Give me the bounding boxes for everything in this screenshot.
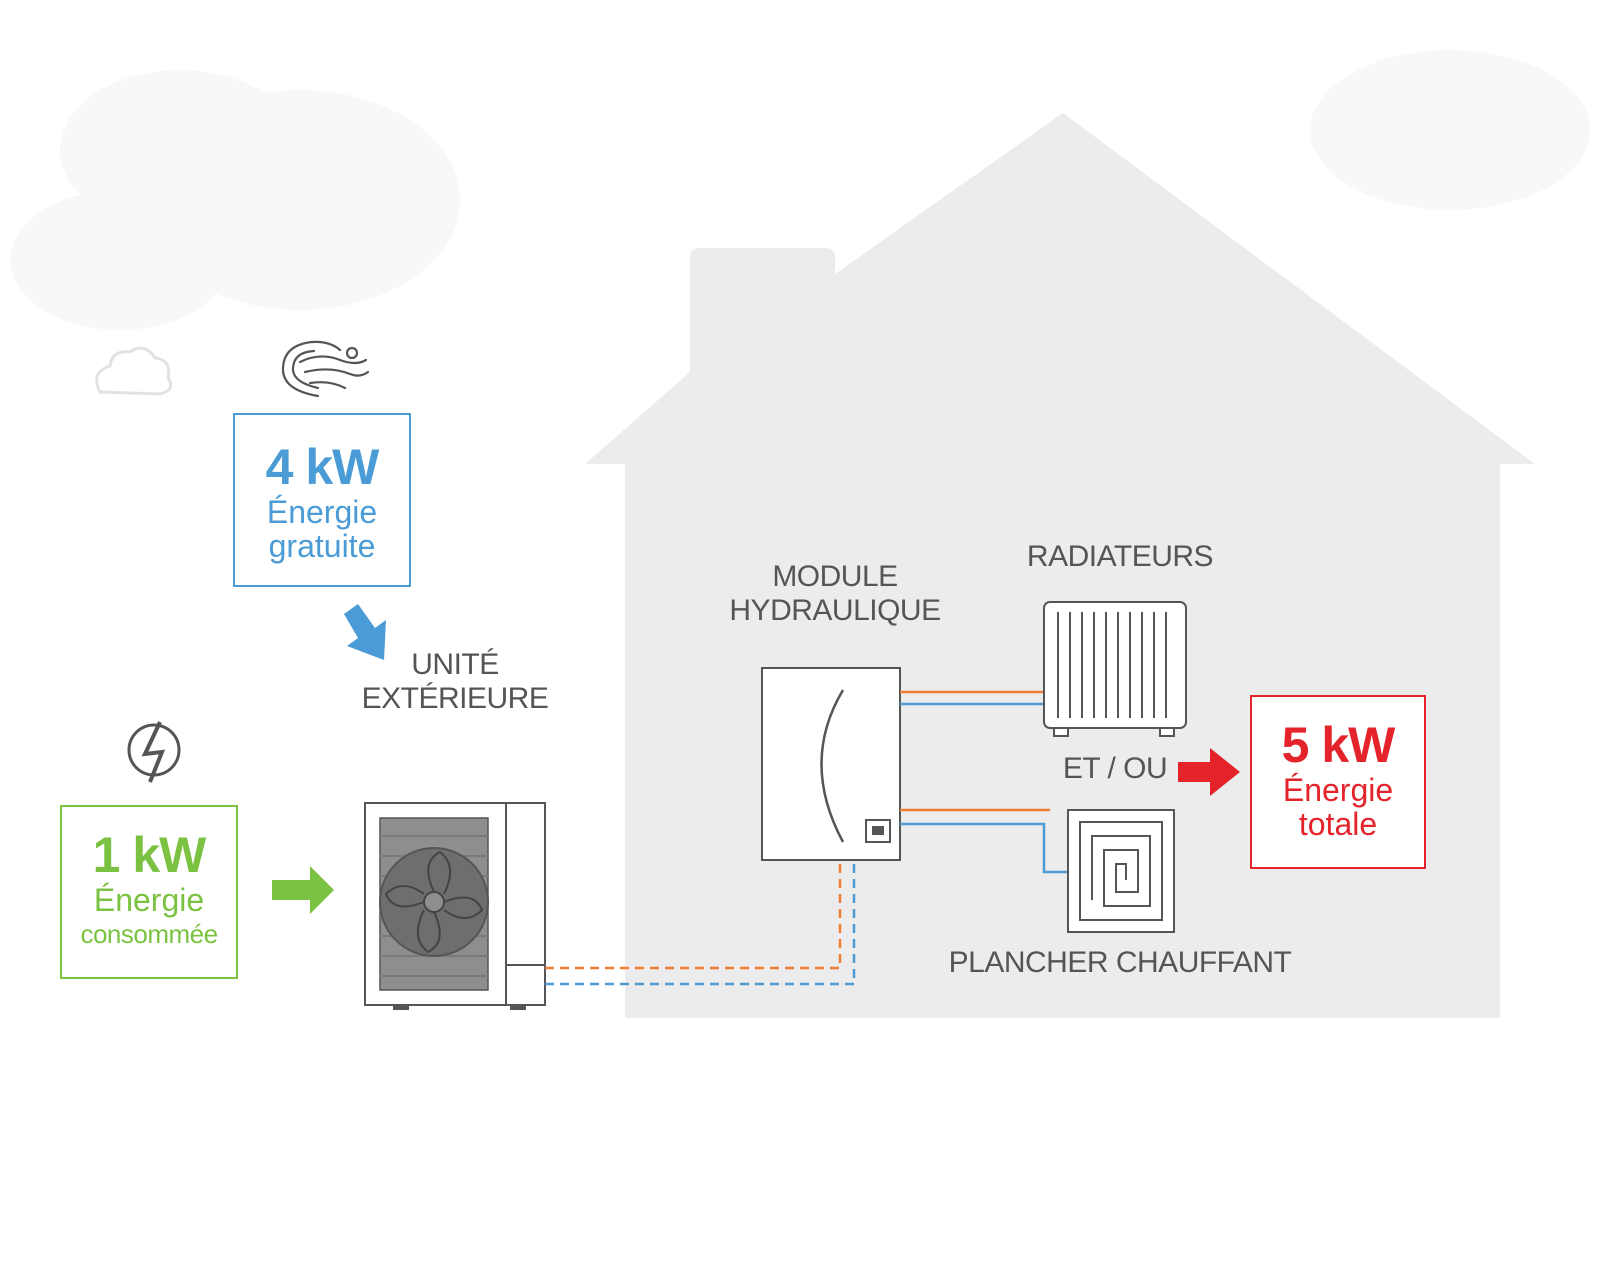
- and-or-label: ET / OU: [1062, 752, 1168, 785]
- consumed-energy-line2: consommée: [80, 919, 218, 949]
- outdoor-unit: [364, 802, 546, 1010]
- total-energy-line1: Énergie: [1282, 772, 1394, 808]
- outdoor-unit-label: UNITÉ EXTÉRIEURE: [340, 648, 570, 716]
- hydraulic-module-label-line2: HYDRAULIQUE: [729, 594, 941, 627]
- free-energy-box: 4 kW Énergie gratuite: [233, 413, 411, 587]
- outdoor-unit-label-line2: EXTÉRIEURE: [361, 682, 549, 715]
- floor-heating-label: PLANCHER CHAUFFANT: [948, 946, 1292, 979]
- fan-icon: [379, 847, 489, 957]
- consumed-energy-box: 1 kW Énergie consommée: [60, 805, 238, 979]
- hydraulic-module-label: MODULE HYDRAULIQUE: [710, 560, 960, 628]
- total-energy-line2: totale: [1298, 806, 1378, 842]
- free-energy-line2: gratuite: [268, 528, 376, 564]
- blue-arrow-icon: [344, 604, 386, 660]
- green-arrow-icon: [272, 866, 334, 914]
- wind-icon: [281, 340, 370, 398]
- lightning-icon: [127, 721, 181, 783]
- background-clouds: [10, 50, 1590, 330]
- floor-coil-icon: [1067, 809, 1175, 933]
- consumed-energy-value: 1 kW: [92, 827, 207, 883]
- free-energy-value: 4 kW: [265, 439, 380, 495]
- consumed-energy-line1: Énergie: [93, 882, 205, 918]
- cloud-icon: [95, 346, 173, 396]
- outdoor-pipes: [545, 860, 856, 986]
- red-arrow-icon: [1178, 748, 1240, 796]
- radiator-icon: [1043, 601, 1187, 737]
- hydraulic-module: [761, 667, 901, 861]
- outdoor-unit-label-line1: UNITÉ: [411, 648, 499, 681]
- total-energy-box: 5 kW Énergie totale: [1250, 695, 1426, 869]
- hydraulic-module-label-line1: MODULE: [772, 560, 898, 593]
- total-energy-value: 5 kW: [1281, 717, 1396, 773]
- free-energy-line1: Énergie: [266, 494, 378, 530]
- radiators-label: RADIATEURS: [1026, 540, 1214, 573]
- radiator-pipes: [900, 690, 1044, 706]
